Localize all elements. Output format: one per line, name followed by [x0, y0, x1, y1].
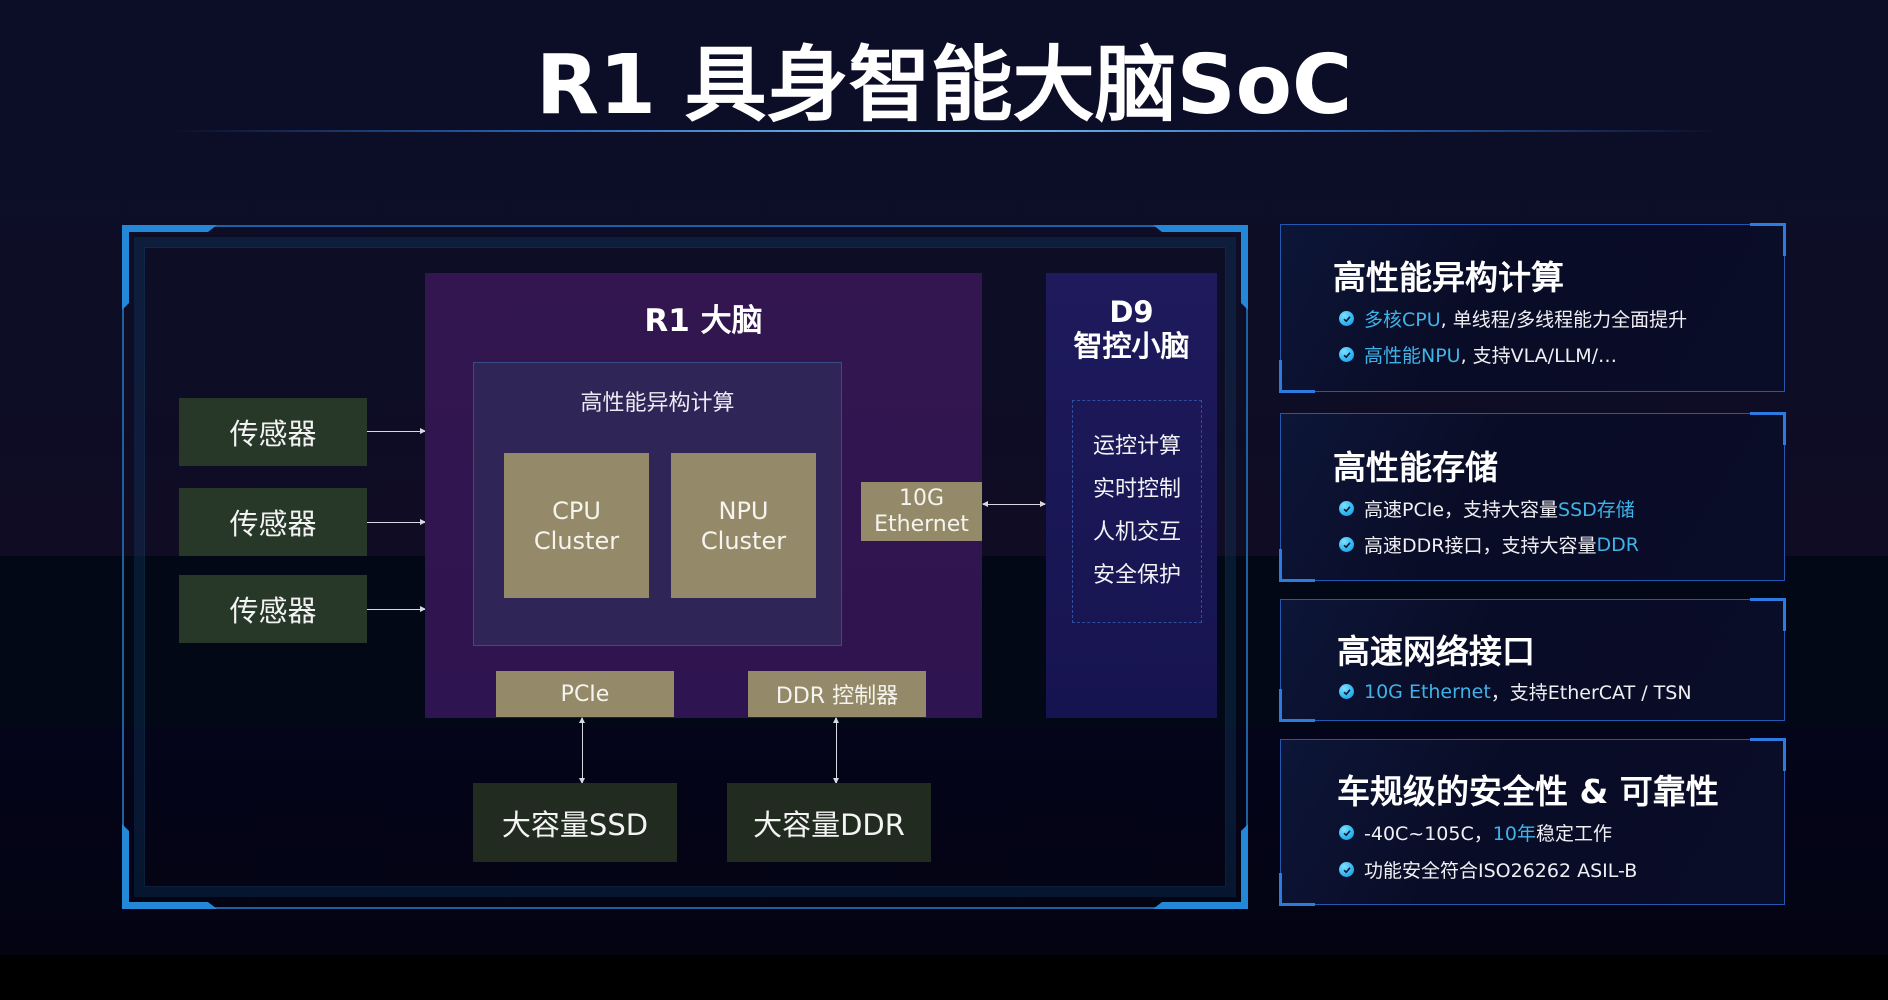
card-corner-accent: [1783, 738, 1786, 771]
card-corner-accent: [1750, 598, 1786, 601]
bullet-highlight: DDR: [1596, 533, 1639, 556]
bullet-text: 稳定工作: [1535, 823, 1612, 845]
feature-bullet: 多核CPU, 单线程/多线程能力全面提升: [1339, 305, 1687, 332]
cpu-cluster: CPU Cluster: [504, 453, 649, 598]
check-circle-icon: [1339, 311, 1354, 326]
background-footer: [0, 955, 1888, 1000]
ddr-memory-box: 大容量DDR: [727, 783, 931, 862]
ethernet-port: 10G Ethernet: [861, 482, 982, 541]
compute-block-title: 高性能异构计算: [580, 391, 735, 416]
bullet-text: -40C~105C，: [1364, 823, 1493, 845]
card-corner-accent: [1279, 873, 1282, 906]
ethernet-line1: 10G: [898, 485, 945, 511]
feature-title: 高性能存储: [1333, 448, 1498, 487]
bullet-highlight: SSD存储: [1558, 499, 1635, 521]
bullet-text: ，支持EtherCAT / TSN: [1490, 682, 1692, 704]
cpu-cluster-line2: Cluster: [533, 526, 620, 555]
pcie-port: PCIe: [496, 671, 674, 717]
d9-cerebellum-block: D9 智控小脑 运控计算 实时控制 人机交互 安全保护: [1046, 273, 1217, 718]
r1-title: R1 大脑: [644, 303, 763, 339]
sensor-arrow: [367, 606, 426, 612]
card-corner-accent: [1279, 579, 1315, 582]
sensor-box: 传感器: [179, 575, 367, 643]
title-divider: [170, 130, 1720, 132]
card-corner-accent: [1750, 738, 1786, 741]
check-circle-icon: [1339, 347, 1354, 362]
ethernet-line2: Ethernet: [874, 511, 969, 537]
feature-card-network: 高速网络接口 10G Ethernet，支持EtherCAT / TSN: [1279, 598, 1786, 722]
check-circle-icon: [1339, 501, 1354, 516]
npu-cluster-line1: NPU: [718, 496, 769, 525]
d9-title-line1: D9: [1109, 295, 1154, 329]
ssd-storage-box: 大容量SSD: [473, 783, 677, 862]
d9-function: 人机交互: [1092, 520, 1181, 545]
npu-cluster: NPU Cluster: [671, 453, 816, 598]
bullet-text: 高速PCIe，支持大容量: [1364, 499, 1559, 521]
diagram-frame: [122, 225, 1248, 909]
check-circle-icon: [1339, 684, 1354, 699]
bullet-text: 高速DDR接口，支持大容量: [1364, 535, 1597, 557]
card-corner-accent: [1279, 903, 1315, 906]
bullet-text: , 支持VLA/LLM/…: [1460, 345, 1618, 367]
d9-function: 运控计算: [1092, 434, 1181, 459]
feature-bullet: 10G Ethernet，支持EtherCAT / TSN: [1339, 678, 1692, 705]
r1-brain-block: R1 大脑 高性能异构计算 CPU Cluster NPU Cluster 10…: [425, 273, 982, 718]
sensor-box: 传感器: [179, 398, 367, 466]
bullet-highlight: 10G Ethernet: [1364, 680, 1491, 703]
check-circle-icon: [1339, 537, 1354, 552]
ethernet-link-arrow: [982, 501, 1046, 507]
diagram-frame-inner: [144, 247, 1226, 887]
card-corner-accent: [1279, 719, 1315, 722]
card-corner-accent: [1279, 390, 1315, 393]
bullet-text: 功能安全符合ISO26262 ASIL-B: [1364, 860, 1638, 882]
feature-bullet: 高性能NPU, 支持VLA/LLM/…: [1339, 341, 1617, 368]
card-corner-accent: [1783, 223, 1786, 256]
feature-title: 车规级的安全性 & 可靠性: [1337, 772, 1719, 811]
pcie-ssd-arrow: [579, 717, 585, 784]
sensor-box: 传感器: [179, 488, 367, 556]
card-corner-accent: [1783, 412, 1786, 445]
card-corner-accent: [1279, 360, 1282, 393]
card-corner-accent: [1279, 689, 1282, 722]
card-corner-accent: [1279, 549, 1282, 582]
ddr-controller-port: DDR 控制器: [748, 671, 926, 717]
compute-block: 高性能异构计算 CPU Cluster NPU Cluster: [473, 362, 842, 646]
ddr-link-arrow: [833, 717, 839, 784]
feature-card-compute: 高性能异构计算 多核CPU, 单线程/多线程能力全面提升 高性能NPU, 支持V…: [1279, 223, 1786, 393]
d9-title-line2: 智控小脑: [1073, 329, 1190, 363]
sensor-arrow: [367, 519, 426, 525]
bullet-highlight: 多核CPU: [1364, 309, 1441, 331]
feature-bullet: -40C~105C，10年稳定工作: [1339, 819, 1612, 846]
d9-title: D9 智控小脑: [1046, 295, 1217, 363]
bullet-text: , 单线程/多线程能力全面提升: [1440, 309, 1688, 331]
feature-bullet: 功能安全符合ISO26262 ASIL-B: [1339, 856, 1637, 883]
feature-title: 高性能异构计算: [1333, 258, 1564, 297]
npu-cluster-line2: Cluster: [700, 526, 787, 555]
d9-function: 实时控制: [1092, 477, 1181, 502]
feature-card-safety: 车规级的安全性 & 可靠性 -40C~105C，10年稳定工作 功能安全符合IS…: [1279, 738, 1786, 906]
bullet-highlight: 10年: [1492, 823, 1536, 845]
card-corner-accent: [1783, 598, 1786, 631]
d9-function: 安全保护: [1092, 563, 1181, 588]
sensor-arrow: [367, 428, 426, 434]
bullet-highlight: 高性能NPU: [1364, 345, 1461, 367]
page-title: R1 具身智能大脑SoC: [535, 38, 1353, 133]
check-circle-icon: [1339, 862, 1354, 877]
card-corner-accent: [1750, 412, 1786, 415]
d9-function-list: 运控计算 实时控制 人机交互 安全保护: [1072, 400, 1202, 623]
feature-title: 高速网络接口: [1337, 632, 1535, 671]
check-circle-icon: [1339, 825, 1354, 840]
card-corner-accent: [1750, 223, 1786, 226]
cpu-cluster-line1: CPU: [552, 496, 601, 525]
